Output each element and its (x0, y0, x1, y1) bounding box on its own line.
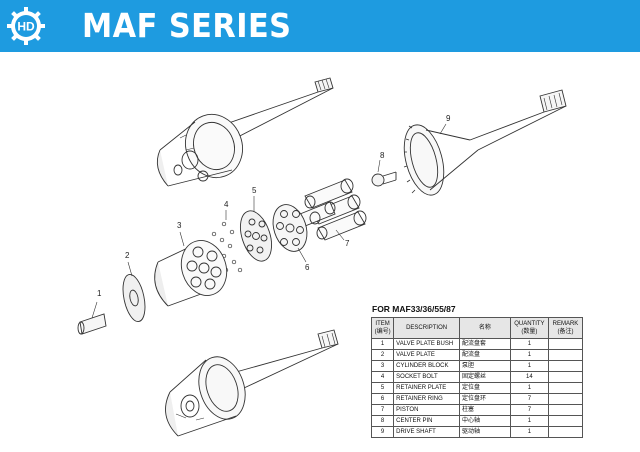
row-item: 4 (370, 371, 395, 383)
hd-gear-logo-icon: HD (7, 7, 45, 45)
drive-shaft-drawing (403, 89, 567, 196)
row-remark (547, 371, 584, 383)
row-description: DRIVE SHAFT (393, 426, 461, 438)
row-name-cn: 泵胆 (459, 360, 511, 372)
row-item: 6 (370, 393, 395, 405)
callout-8: 8 (380, 151, 385, 160)
row-remark (547, 426, 584, 438)
parts-table-body: 1 VALVE PLATE BUSH 配流盘套 1 2 VALVE PLATE … (370, 338, 584, 438)
table-row: 7 PISTON 柱塞 7 (370, 404, 584, 416)
row-description: RETAINER RING (393, 393, 461, 405)
table-row: 6 RETAINER RING 定位盘环 7 (370, 393, 584, 405)
leader-lines (91, 123, 447, 319)
row-description: VALVE PLATE BUSH (393, 338, 461, 350)
valve-plate-drawing (122, 273, 146, 323)
table-row: 3 CYLINDER BLOCK 泵胆 1 (370, 360, 584, 372)
upper-assembly-drawing (156, 77, 334, 187)
table-row: 4 SOCKET BOLT 固定螺丝 14 (370, 371, 584, 383)
table-row: 2 VALVE PLATE 配流盘 1 (370, 349, 584, 361)
callout-7: 7 (345, 239, 350, 248)
header-quantity: QUANTITY (数量) (509, 317, 549, 339)
header-remark: REMARK (备注) (547, 317, 584, 339)
row-remark (547, 404, 584, 416)
row-description: CYLINDER BLOCK (393, 360, 461, 372)
row-item: 1 (370, 338, 395, 350)
row-item: 3 (370, 360, 395, 372)
row-item: 5 (370, 382, 395, 394)
callout-2: 2 (125, 251, 130, 260)
retainer-ring-drawing (272, 204, 308, 252)
valve-plate-bush-drawing (77, 313, 107, 335)
row-remark (547, 360, 584, 372)
callout-3: 3 (177, 221, 182, 230)
row-qty: 14 (509, 371, 549, 383)
cylinder-block-drawing (154, 240, 228, 307)
row-remark (547, 338, 584, 350)
header-name-cn: 名称 (459, 317, 511, 339)
header-banner: HD MAF SERIES (0, 0, 640, 52)
row-qty: 1 (509, 349, 549, 361)
row-qty: 1 (509, 426, 549, 438)
row-name-cn: 定位盘 (459, 382, 511, 394)
row-qty: 1 (509, 338, 549, 350)
row-name-cn: 固定螺丝 (459, 371, 511, 383)
row-remark (547, 382, 584, 394)
row-description: SOCKET BOLT (393, 371, 461, 383)
row-name-cn: 中心轴 (459, 415, 511, 427)
row-item: 8 (370, 415, 395, 427)
callout-6: 6 (305, 263, 310, 272)
row-description: PISTON (393, 404, 461, 416)
callout-4: 4 (224, 200, 229, 209)
callout-5: 5 (252, 186, 257, 195)
parts-table-caption: FOR MAF33/36/55/87 (372, 304, 456, 314)
row-qty: 7 (509, 404, 549, 416)
exploded-parts-diagram: 1 2 3 4 5 6 7 8 9 (77, 77, 567, 437)
row-qty: 1 (509, 360, 549, 372)
callout-9: 9 (446, 114, 451, 123)
row-name-cn: 配流盘套 (459, 338, 511, 350)
lower-assembly-drawing (165, 329, 339, 437)
row-description: VALVE PLATE (393, 349, 461, 361)
row-name-cn: 定位盘环 (459, 393, 511, 405)
row-description: CENTER PIN (393, 415, 461, 427)
table-row: 5 RETAINER PLATE 定位盘 1 (370, 382, 584, 394)
header-item: ITEM (编号) (370, 317, 395, 339)
row-name-cn: 驱动轴 (459, 426, 511, 438)
callout-1: 1 (97, 289, 102, 298)
pistons-drawing (299, 178, 367, 241)
parts-table-header-row: ITEM (编号) DESCRIPTION 名称 QUANTITY (数量) R… (370, 317, 584, 339)
table-row: 9 DRIVE SHAFT 驱动轴 1 (370, 426, 584, 438)
header-description: DESCRIPTION (393, 317, 461, 339)
row-name-cn: 柱塞 (459, 404, 511, 416)
table-row: 8 CENTER PIN 中心轴 1 (370, 415, 584, 427)
parts-table: ITEM (编号) DESCRIPTION 名称 QUANTITY (数量) R… (370, 317, 584, 438)
row-qty: 1 (509, 382, 549, 394)
row-description: RETAINER PLATE (393, 382, 461, 394)
row-remark (547, 415, 584, 427)
page-title: MAF SERIES (82, 6, 292, 45)
center-pin-drawing (371, 171, 397, 187)
row-item: 7 (370, 404, 395, 416)
row-item: 9 (370, 426, 395, 438)
logo-text: HD (17, 20, 35, 34)
row-qty: 1 (509, 415, 549, 427)
row-qty: 7 (509, 393, 549, 405)
row-name-cn: 配流盘 (459, 349, 511, 361)
table-row: 1 VALVE PLATE BUSH 配流盘套 1 (370, 338, 584, 350)
row-remark (547, 349, 584, 361)
retainer-plate-drawing (239, 210, 273, 262)
row-item: 2 (370, 349, 395, 361)
row-remark (547, 393, 584, 405)
